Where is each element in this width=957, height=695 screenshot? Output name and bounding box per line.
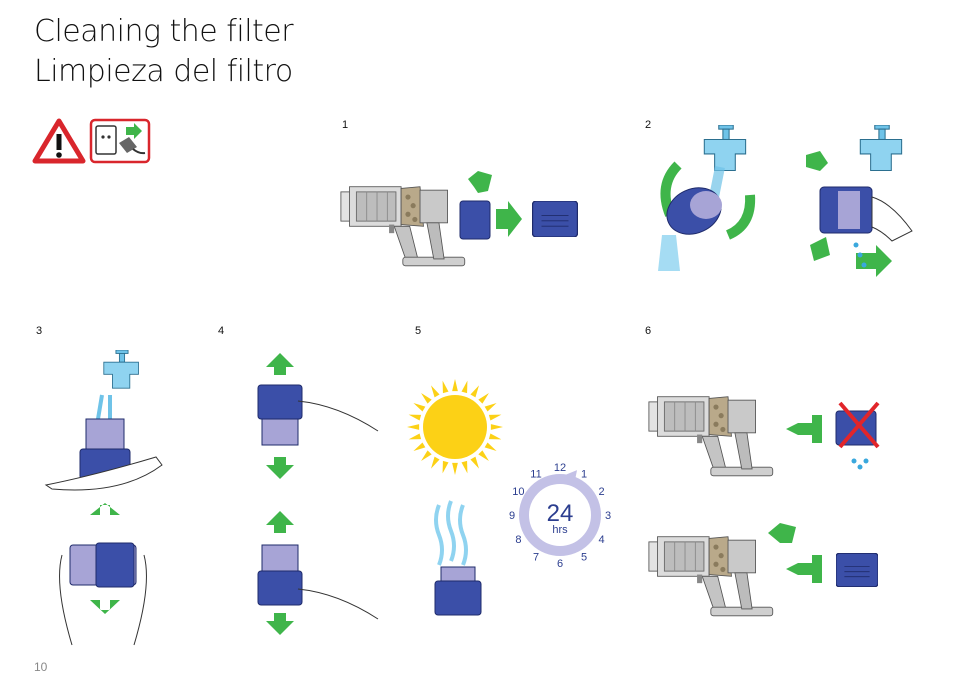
step-1-illustration (340, 171, 578, 267)
sun-icon (407, 379, 503, 475)
arrow-down-icon (266, 457, 294, 479)
sun-ray (431, 456, 440, 469)
sun-ray (484, 442, 497, 451)
step-3-illustration (44, 350, 163, 646)
clock-center-value: 24 (547, 500, 574, 527)
warning-icons (32, 118, 151, 164)
sun-ray (488, 414, 502, 421)
tap-icon (103, 350, 139, 389)
clock-number: 1 (581, 468, 587, 480)
clock-number: 9 (509, 510, 515, 522)
tap-icon (703, 125, 747, 171)
clock-number: 4 (599, 534, 605, 546)
clock-number: 2 (599, 486, 605, 498)
clock-number: 6 (557, 558, 563, 570)
sun-ray (442, 380, 449, 394)
unplug-icon (89, 118, 151, 164)
clock-center-unit: hrs (552, 524, 568, 536)
step-number-1: 1 (342, 119, 349, 131)
clock-number: 11 (530, 468, 541, 480)
sun-ray (442, 460, 449, 474)
sun-ray (407, 424, 420, 430)
clock-number: 7 (533, 552, 539, 564)
sun-ray (484, 403, 497, 412)
sun-ray (490, 424, 503, 430)
arrow-up-icon (266, 353, 294, 375)
sun-ray (461, 460, 468, 474)
clock-number: 3 (605, 510, 611, 522)
step-4-illustration (257, 353, 379, 635)
step-number-2: 2 (645, 119, 652, 131)
sun-ray (431, 385, 440, 398)
sun-ray (421, 450, 432, 461)
step-2-illustration (658, 125, 913, 277)
clock-number: 12 (554, 462, 566, 474)
sun-ray (452, 379, 458, 392)
step-number-3: 3 (36, 325, 43, 337)
sun-ray (470, 385, 479, 398)
arrow-right-icon (496, 201, 522, 237)
sun-ray (413, 403, 426, 412)
title-spanish: Limpieza del filtro (34, 54, 293, 89)
sun-ray (470, 456, 479, 469)
filter-icon (532, 201, 578, 237)
sun-ray (452, 462, 458, 475)
step-number-5: 5 (415, 325, 422, 337)
twist-arrow-icon (468, 171, 492, 193)
sun-ray (488, 433, 502, 440)
page-number: 10 (34, 660, 48, 674)
step-6-illustration (648, 396, 880, 617)
clock-number: 10 (512, 486, 524, 498)
no-entry-cross-icon (838, 401, 880, 449)
tap-icon (859, 125, 903, 171)
title-english: Cleaning the filter (34, 14, 294, 49)
arrow-left-icon (786, 415, 822, 443)
sun-ray (461, 380, 468, 394)
step-number-4: 4 (218, 325, 225, 337)
clock-number: 8 (515, 534, 521, 546)
sun-ray (421, 393, 432, 404)
clock-number: 5 (581, 552, 587, 564)
sun-ray (478, 393, 489, 404)
sun-ray (413, 442, 426, 451)
sun-ray (408, 414, 422, 421)
arrow-up-icon (90, 503, 120, 515)
sun-ray (478, 450, 489, 461)
warning-icon (32, 118, 86, 164)
page-title: Cleaning the filter Limpieza del filtro (34, 12, 294, 92)
sun-ray (408, 433, 422, 440)
step-number-6: 6 (645, 325, 652, 337)
arrow-down-icon (90, 600, 120, 614)
